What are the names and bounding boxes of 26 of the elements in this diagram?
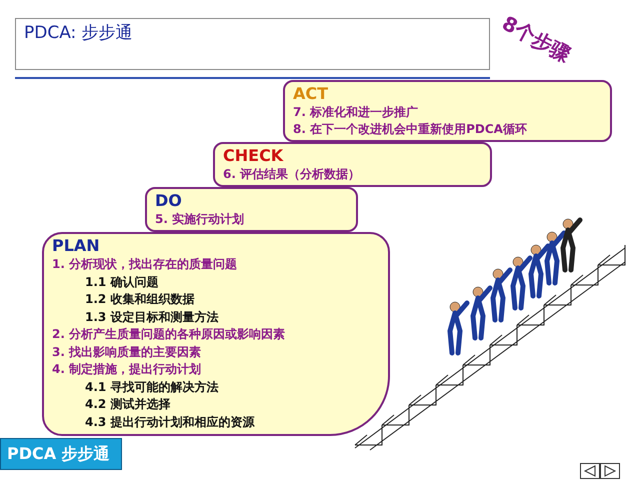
step-text: 8. 在下一个改进机会中重新使用PDCA循环 xyxy=(293,121,528,138)
step-card xyxy=(213,142,492,187)
step-text: 3. 找出影响质量的主要因素 xyxy=(52,344,202,360)
step-text: 4. 制定措施，提出行动计划 xyxy=(52,361,202,378)
sub-step-text: 4.2 测试并选择 xyxy=(84,396,172,413)
badge-box xyxy=(0,438,122,470)
step-card xyxy=(42,232,390,436)
step-text: 5. 实施行动计划 xyxy=(155,211,246,228)
step-text: 6. 评估结果（分析数据） xyxy=(223,166,362,183)
badge-label: PDCA 步步通 xyxy=(7,444,111,465)
slogan-text: 8个步骤 xyxy=(497,10,576,69)
step-text: 7. 标准化和进一步推广 xyxy=(293,104,420,121)
sub-step-text: 1.3 设定目标和测量方法 xyxy=(84,308,220,326)
step-text: 1. 分析现状，找出存在的质量问题 xyxy=(52,256,238,273)
sub-step-text: 1.2 收集和组织数据 xyxy=(84,291,196,308)
phase-heading: DO xyxy=(155,191,183,211)
slide-title: PDCA: 步步通 xyxy=(24,22,133,44)
sub-step-text: 4.3 提出行动计划和相应的资源 xyxy=(84,414,256,430)
sub-step-text: 1.1 确认问题 xyxy=(84,274,160,290)
sub-step-text: 4.1 寻找可能的解决方法 xyxy=(84,378,220,396)
phase-heading: PLAN xyxy=(52,236,101,256)
step-text: 2. 分析产生质量问题的各种原因或影响因素 xyxy=(52,326,286,343)
step-card xyxy=(283,80,612,142)
phase-heading: ACT xyxy=(293,84,330,104)
phase-heading: CHECK xyxy=(223,146,284,166)
step-card xyxy=(145,187,358,232)
